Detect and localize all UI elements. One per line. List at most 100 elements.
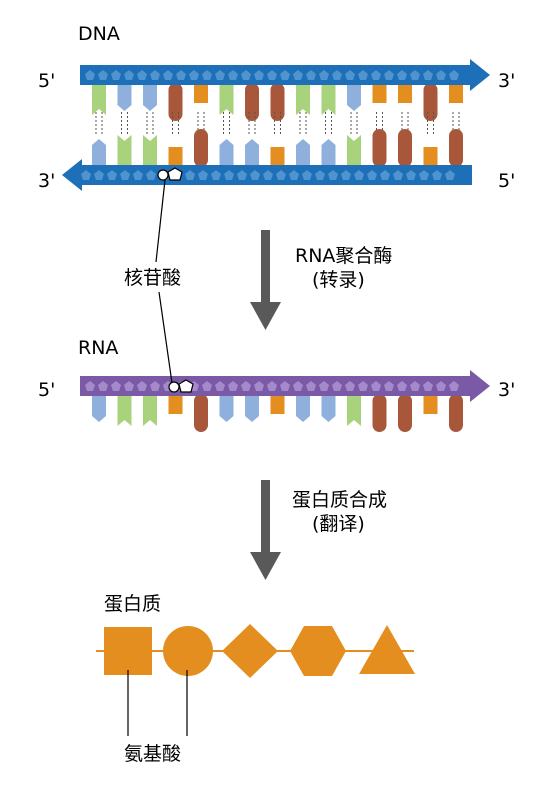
dna-bottom-base <box>219 139 234 167</box>
backbone-sugar-icon <box>280 381 290 391</box>
backbone-sugar-icon <box>371 70 381 80</box>
backbone-sugar-icon <box>263 170 273 180</box>
backbone-sugar-icon <box>436 70 446 80</box>
dna-bottom-base <box>117 135 132 167</box>
backbone-sugar-icon <box>81 170 91 180</box>
backbone-sugar-icon <box>237 170 247 180</box>
rna-base <box>449 394 463 432</box>
protein-chain <box>104 624 415 678</box>
rna-strand <box>80 370 490 402</box>
backbone-sugar-icon <box>315 170 325 180</box>
translation-arrow <box>250 480 281 580</box>
backbone-sugar-icon <box>345 381 355 391</box>
dna-bottom-base <box>372 129 387 167</box>
dna-top-base <box>423 83 438 121</box>
backbone-sugar-icon <box>345 70 355 80</box>
dna-bottom-base <box>143 135 157 167</box>
backbone-sugar-icon <box>380 170 390 180</box>
backbone-sugar-icon <box>176 70 186 80</box>
dna-top-base <box>449 83 463 103</box>
dna-top-base <box>219 83 234 115</box>
transcription-label: (转录) <box>312 269 365 291</box>
backbone-sugar-icon <box>293 70 303 80</box>
backbone-sugar-icon <box>267 381 277 391</box>
dna-bottom-backbone-pattern <box>81 170 455 180</box>
backbone-sugar-icon <box>250 170 260 180</box>
nucleotide-callout-line-top <box>155 179 166 263</box>
backbone-sugar-icon <box>384 381 394 391</box>
backbone-sugar-icon <box>241 70 251 80</box>
backbone-sugar-icon <box>228 70 238 80</box>
backbone-sugar-icon <box>215 381 225 391</box>
enzyme-label: RNA聚合酶 <box>295 245 392 267</box>
backbone-sugar-icon <box>198 170 208 180</box>
backbone-sugar-icon <box>254 70 264 80</box>
backbone-sugar-icon <box>163 70 173 80</box>
transcription-arrow <box>250 230 281 330</box>
backbone-sugar-icon <box>354 170 364 180</box>
rna-base <box>321 394 336 422</box>
rna-base <box>398 394 412 432</box>
backbone-sugar-icon <box>215 70 225 80</box>
backbone-sugar-icon <box>419 170 429 180</box>
backbone-sugar-icon <box>397 381 407 391</box>
dna-top-base <box>117 83 132 111</box>
dna-top-base <box>168 83 183 121</box>
backbone-sugar-icon <box>202 381 212 391</box>
dna-title: DNA <box>78 23 120 45</box>
dna-bottom-base <box>168 147 183 167</box>
backbone-sugar-icon <box>98 70 108 80</box>
backbone-sugar-icon <box>293 381 303 391</box>
backbone-sugar-icon <box>124 70 134 80</box>
dna-bottom-base <box>270 147 285 167</box>
amino-acid-hexagon <box>290 626 346 676</box>
backbone-sugar-icon <box>185 170 195 180</box>
backbone-sugar-icon <box>98 381 108 391</box>
backbone-sugar-icon <box>267 70 277 80</box>
dna-bottom-base <box>423 147 438 167</box>
backbone-sugar-icon <box>406 170 416 180</box>
backbone-sugar-icon <box>85 381 95 391</box>
backbone-sugar-icon <box>319 70 329 80</box>
dna-top-base <box>270 83 285 121</box>
rna-left-end: 5' <box>38 379 55 401</box>
backbone-sugar-icon <box>449 381 459 391</box>
backbone-sugar-icon <box>449 70 459 80</box>
backbone-sugar-icon <box>410 381 420 391</box>
dna-top-base <box>347 83 361 111</box>
rna-base <box>143 394 157 426</box>
backbone-sugar-icon <box>133 170 143 180</box>
rna-base <box>92 394 106 422</box>
backbone-sugar-icon <box>410 70 420 80</box>
dna-bottom-base <box>194 129 208 167</box>
backbone-sugar-icon <box>85 70 95 80</box>
backbone-sugar-icon <box>393 170 403 180</box>
dna-bottom-base <box>449 129 463 167</box>
backbone-sugar-icon <box>276 170 286 180</box>
dna-top-base <box>398 83 412 103</box>
dna-nucleotide-marker <box>157 167 183 181</box>
dna-top-base <box>143 83 157 111</box>
amino-acid-label: 氨基酸 <box>124 743 181 765</box>
dna-top-base <box>194 83 208 103</box>
dna-bottom-base <box>92 139 106 167</box>
amino-acid-circle <box>163 626 213 676</box>
rna-right-end: 3' <box>498 379 515 401</box>
nucleotide-label: 核苷酸 <box>124 267 181 289</box>
backbone-sugar-icon <box>111 70 121 80</box>
backbone-sugar-icon <box>332 381 342 391</box>
dna-base-pairs <box>92 83 463 167</box>
backbone-sugar-icon <box>384 70 394 80</box>
rna-base <box>194 394 208 432</box>
backbone-sugar-icon <box>445 170 455 180</box>
backbone-sugar-icon <box>371 381 381 391</box>
protein-title: 蛋白质 <box>104 593 161 615</box>
backbone-sugar-icon <box>137 381 147 391</box>
backbone-sugar-icon <box>341 170 351 180</box>
rna-base <box>296 394 310 422</box>
backbone-sugar-icon <box>432 170 442 180</box>
rna-base <box>168 394 183 414</box>
backbone-sugar-icon <box>107 170 117 180</box>
rna-base <box>423 394 438 414</box>
